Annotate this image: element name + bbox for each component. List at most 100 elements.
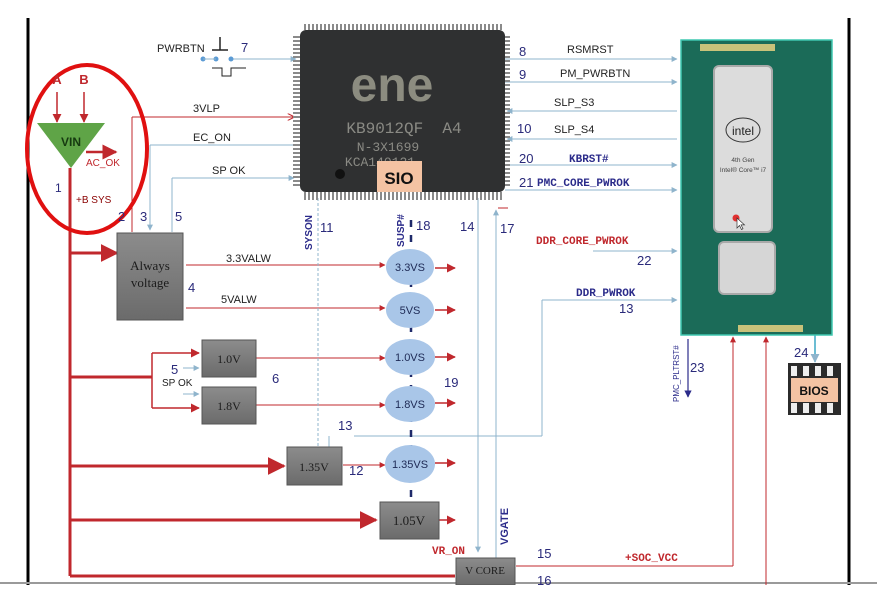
mouse-cursor-icon — [736, 217, 746, 230]
sio-line2: N-3X1699 — [357, 140, 419, 155]
label-sp-ok-2: SP OK — [162, 378, 193, 389]
intel-logo-ring — [725, 117, 761, 143]
regulator-1v35-label: 1.35V — [299, 460, 329, 474]
label-5valw: 5VALW — [221, 294, 257, 306]
signal-labels: 3VLP EC_ON SP OK SP OK 3.3VALW 5VALW RSM… — [162, 44, 681, 565]
step-17: 17 — [500, 221, 514, 236]
power-lines — [68, 117, 769, 585]
rail-1v8s-label: 1.8VS — [395, 399, 425, 411]
rail-3v3s-label: 3.3VS — [395, 262, 425, 274]
pulse-icon — [212, 67, 246, 77]
label-3vlp: 3VLP — [193, 103, 220, 115]
bios-label: BIOS — [799, 384, 828, 398]
always-voltage-block[interactable]: Always voltage — [116, 232, 184, 321]
cpu-chip[interactable]: intel 4th Gen Intel® Core™ i7 — [680, 39, 833, 336]
always-line2: voltage — [131, 275, 169, 290]
step-1: 1 — [55, 181, 62, 195]
label-soc-vcc: +SOC_VCC — [625, 553, 678, 565]
bios-chip[interactable]: BIOS — [788, 363, 841, 415]
step-22: 22 — [637, 253, 651, 268]
regulator-1v35[interactable]: 1.35V — [286, 446, 343, 486]
vin-input-a: A — [52, 72, 62, 87]
step-20: 20 — [519, 151, 533, 166]
regulator-vcore-label: V CORE — [465, 565, 505, 577]
label-kbrst: KBRST# — [569, 154, 609, 166]
regulator-1v8[interactable]: 1.8V — [201, 386, 257, 425]
step-7: 7 — [241, 40, 248, 55]
label-sp-ok: SP OK — [212, 165, 246, 177]
step-23: 23 — [690, 360, 704, 375]
cpu-model: Intel® Core™ i7 — [720, 166, 767, 174]
ac-ok-label: AC_OK — [86, 158, 120, 169]
label-ec-on: EC_ON — [193, 132, 231, 144]
regulator-vcore[interactable]: V CORE — [455, 557, 516, 586]
label-ddr-core-pwrok: DDR_CORE_PWROK — [536, 236, 629, 248]
label-vgate: VGATE — [499, 508, 511, 545]
sio-chip[interactable]: ene KB9012QF A4 N-3X1699 KCA140121 SIO — [293, 24, 510, 200]
sio-brand: ene — [351, 59, 434, 112]
step-16: 16 — [537, 573, 551, 585]
step-11: 11 — [320, 220, 334, 235]
vin-triangle — [37, 123, 105, 168]
bsys-label: +B SYS — [76, 195, 112, 206]
step-15: 15 — [537, 546, 551, 561]
label-pm-pwrbtn: PM_PWRBTN — [560, 68, 630, 80]
step-19: 19 — [444, 375, 458, 390]
step-9: 9 — [519, 67, 526, 82]
sio-part-number: KB9012QF A4 — [346, 120, 461, 138]
sio-tag-box — [377, 161, 422, 192]
step-13b: 13 — [619, 301, 633, 316]
regulator-1v8-label: 1.8V — [217, 399, 241, 413]
rail-1v35s-label: 1.35VS — [392, 459, 428, 471]
step-3: 3 — [140, 209, 147, 224]
regulator-1v05[interactable]: 1.05V — [379, 501, 440, 540]
label-vr-on: VR_ON — [432, 546, 465, 558]
always-line1: Always — [130, 258, 170, 273]
cpu-brand: intel — [732, 124, 754, 138]
sio-tag: SIO — [384, 169, 413, 188]
rail-1v35s[interactable]: 1.35VS — [385, 445, 435, 483]
regulator-1v0[interactable]: 1.0V — [201, 339, 257, 378]
pwrbtn-label: PWRBTN — [157, 43, 205, 55]
rail-1v0s-label: 1.0VS — [395, 352, 425, 364]
step-21: 21 — [519, 175, 533, 190]
rail-5vs[interactable]: 5VS — [386, 292, 434, 328]
label-syson: SYSON — [304, 215, 315, 250]
label-rsmrst: RSMRST — [567, 44, 614, 56]
power-button[interactable]: PWRBTN 7 — [157, 37, 248, 77]
step-6: 6 — [272, 371, 279, 386]
label-pmc-pltrst: PMC_PLTRST# — [672, 345, 681, 402]
step-24: 24 — [794, 345, 808, 360]
cpu-gen: 4th Gen — [731, 157, 755, 164]
step-12: 12 — [349, 463, 363, 478]
vin-input-b: B — [79, 72, 88, 87]
label-3v3alw: 3.3VALW — [226, 253, 271, 265]
step-18: 18 — [416, 218, 430, 233]
step-numbers: 2 3 5 4 5 6 8 9 10 11 12 13 13 14 15 16 … — [118, 44, 808, 588]
step-4: 4 — [188, 280, 195, 295]
vin-block: A B VIN AC_OK 1 +B SYS — [25, 63, 149, 235]
step-10: 10 — [517, 121, 531, 136]
step-14: 14 — [460, 219, 474, 234]
signal-lines — [147, 56, 820, 558]
label-slp-s3: SLP_S3 — [554, 97, 594, 109]
rail-3v3s[interactable]: 3.3VS — [386, 249, 434, 285]
vin-label: VIN — [61, 135, 81, 149]
label-susp: SUSP# — [396, 214, 407, 247]
rail-1v8s[interactable]: 1.8VS — [385, 386, 435, 422]
label-pmc-core-pwrok: PMC_CORE_PWROK — [537, 178, 630, 190]
regulator-1v0-label: 1.0V — [217, 352, 241, 366]
label-slp-s4: SLP_S4 — [554, 124, 594, 136]
step-5: 5 — [175, 209, 182, 224]
highlight-circle — [25, 63, 149, 235]
step-2: 2 — [118, 209, 125, 224]
step-5b: 5 — [171, 362, 178, 377]
regulator-1v05-label: 1.05V — [393, 513, 426, 528]
label-ddr-pwrok: DDR_PWROK — [576, 288, 636, 300]
step-8: 8 — [519, 44, 526, 59]
rail-5vs-label: 5VS — [400, 305, 421, 317]
rail-1v0s[interactable]: 1.0VS — [385, 339, 435, 375]
step-13: 13 — [338, 418, 352, 433]
